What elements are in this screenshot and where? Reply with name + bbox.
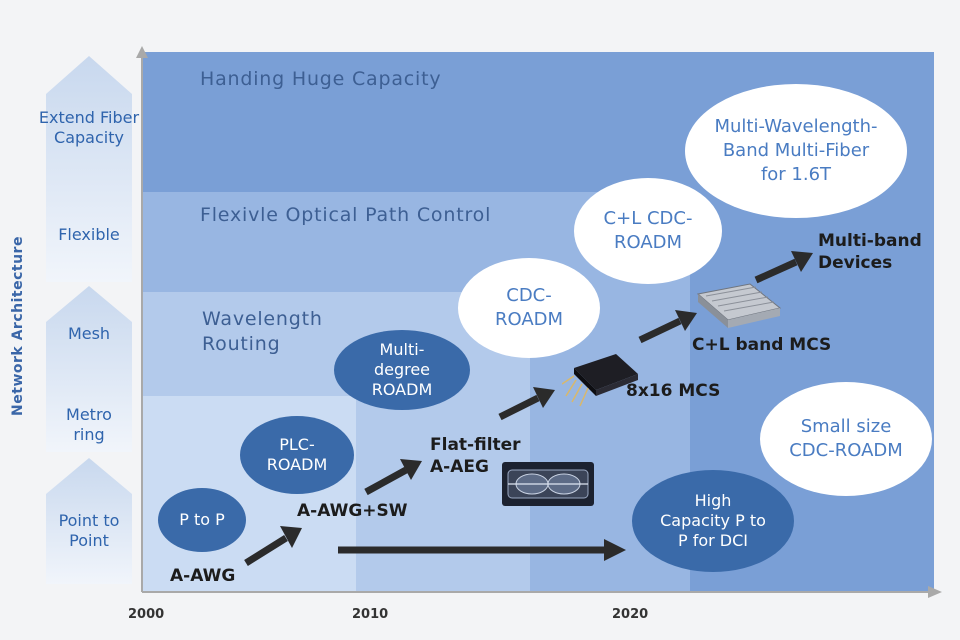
level-point-to-point: Point to Point: [58, 511, 120, 550]
tech-cl-band-mcs: C+L band MCS: [692, 335, 832, 355]
mcs-8x16-module-icon: [562, 354, 638, 407]
level-flexible: Flexible: [58, 225, 120, 244]
band-label-wavelength-routing: Wavelength Routing: [202, 308, 323, 355]
year-2010: 2010: [352, 607, 389, 622]
flat-filter-chip-icon: [502, 462, 594, 506]
year-2020: 2020: [612, 607, 649, 622]
oval-plc-roadm: PLC-ROADM: [240, 416, 354, 494]
oval-multi-wavelength: Multi-Wavelength-Band Multi-Fiber for 1.…: [685, 84, 907, 218]
oval-p-to-p: P to P: [158, 488, 246, 552]
band-label-flexible-path: Flexivle Optical Path Control: [200, 204, 492, 226]
oval-cl-cdc-roadm: C+L CDC-ROADM: [574, 178, 722, 284]
year-2000: 2000: [128, 607, 165, 622]
oval-high-capacity: High Capacity P to P for DCI: [632, 470, 794, 572]
tech-flat-filter: Flat-filter A-AEG: [430, 435, 521, 477]
oval-cdc-roadm: CDC-ROADM: [458, 258, 600, 358]
oval-multi-degree-roadm: Multi-degree ROADM: [334, 330, 470, 410]
tech-mcs-8x16: 8x16 MCS: [626, 381, 721, 401]
band-2010s: [356, 396, 530, 592]
chevron-lower: [46, 458, 132, 584]
tech-a-awg: A-AWG: [170, 566, 236, 586]
tech-a-awg-sw: A-AWG+SW: [297, 501, 408, 521]
tech-multiband-devices: Multi-band Devices: [818, 231, 922, 273]
level-extend-fiber: Extend Fiber Capacity: [38, 108, 140, 147]
cl-band-mcs-module-icon: [696, 283, 782, 328]
band-label-huge-capacity: Handing Huge Capacity: [200, 68, 442, 90]
oval-small-size: Small size CDC-ROADM: [760, 382, 932, 496]
level-metro-ring: Metro ring: [66, 405, 112, 444]
chevron-middle: [46, 286, 132, 452]
chevron-upper: [46, 56, 132, 282]
level-mesh: Mesh: [67, 324, 111, 343]
